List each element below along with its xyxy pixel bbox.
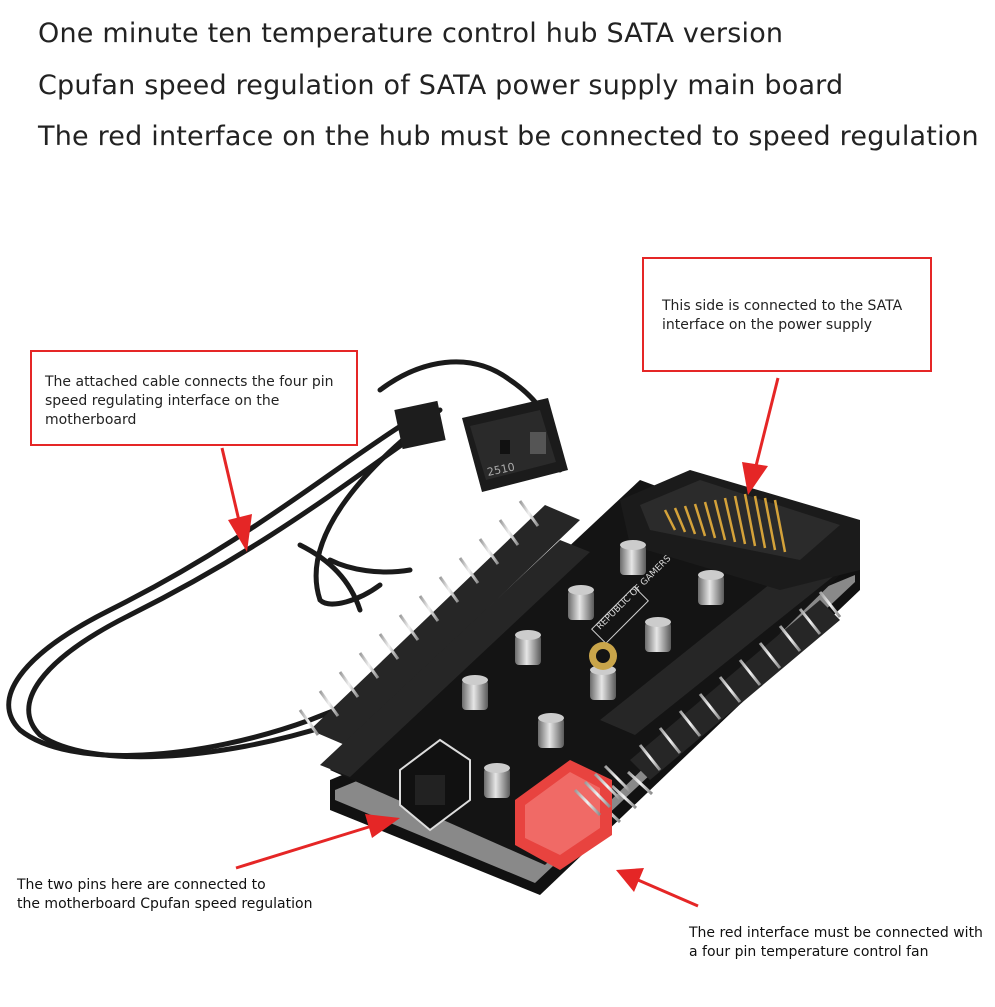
sata-power-connector <box>620 470 860 590</box>
callout-cable: The attached cable connects the four pin… <box>30 350 358 446</box>
note-two-pins-line-2: the motherboard Cpufan speed regulation <box>17 896 313 912</box>
note-two-pins: The two pins here are connected to the m… <box>17 876 312 914</box>
headline-3: The red interface on the hub must be con… <box>38 121 979 152</box>
fan-connector-plug: 2510 <box>394 398 568 492</box>
note-two-pins-line-1: The two pins here are connected to <box>17 877 266 893</box>
headline-2: Cpufan speed regulation of SATA power su… <box>38 70 844 101</box>
svg-text:2510: 2510 <box>486 460 516 479</box>
callout-arrows <box>220 377 780 908</box>
note-red-line-1: The red interface must be connected with <box>689 925 983 941</box>
callout-cable-line-3: motherboard <box>45 412 137 428</box>
red-fan-header <box>515 760 632 870</box>
callout-cable-line-2: speed regulating interface on the <box>45 393 280 409</box>
callout-sata-line-1: This side is connected to the SATA <box>662 298 903 314</box>
capacitors <box>462 540 724 798</box>
fan-headers-left <box>298 500 590 777</box>
two-pin-connector <box>399 738 471 832</box>
note-red-interface: The red interface must be connected with… <box>689 924 983 962</box>
fan-headers-right <box>594 560 842 824</box>
callout-sata-side: This side is connected to the SATA inter… <box>642 257 932 372</box>
callout-cable-line-1: The attached cable connects the four pin <box>45 374 334 390</box>
note-red-line-2: a four pin temperature control fan <box>689 944 929 960</box>
headline-1: One minute ten temperature control hub S… <box>38 18 784 49</box>
callout-sata-line-2: interface on the power supply <box>662 317 873 333</box>
